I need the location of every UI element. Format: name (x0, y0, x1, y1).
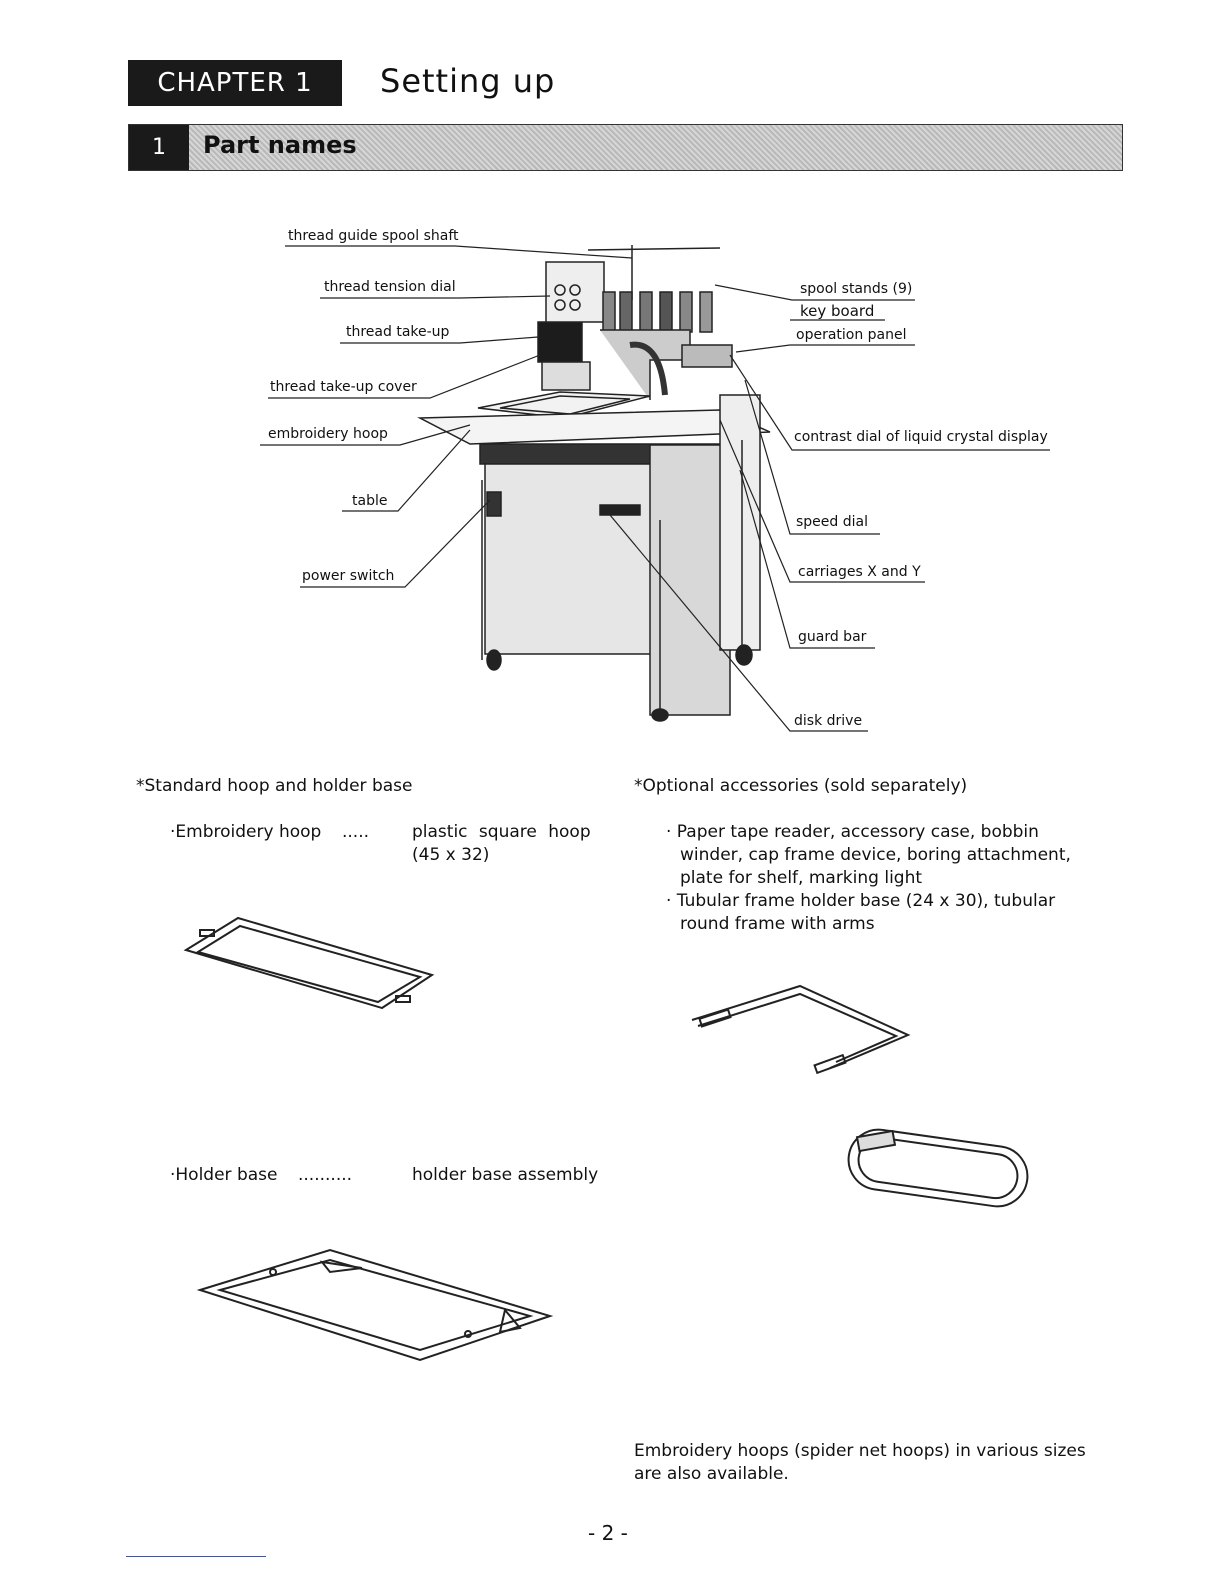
section-title: Part names (203, 131, 357, 159)
machine-drawing (420, 245, 770, 721)
label-table: table (352, 493, 387, 509)
note-line-2: are also available. (634, 1463, 789, 1486)
optional-bullet-2-line-1: · Tubular frame holder base (24 x 30), t… (666, 890, 1055, 913)
note-line-1: Embroidery hoops (spider net hoops) in v… (634, 1440, 1086, 1463)
page-number: - 2 - (588, 1522, 628, 1545)
embroidery-hoop-drawing (186, 918, 432, 1008)
label-operation-panel: operation panel (796, 327, 907, 343)
tubular-round-frame-drawing (845, 1126, 1032, 1210)
tubular-frame-holder-drawing (692, 986, 908, 1073)
hoop-dots: ..... (342, 821, 369, 844)
section-number: 1 (129, 125, 189, 170)
label-power-switch: power switch (302, 568, 394, 584)
holder-label: ·Holder base (170, 1164, 277, 1187)
standard-heading: *Standard hoop and holder base (136, 775, 412, 798)
chapter-title: Setting up (380, 62, 555, 100)
optional-bullet-1-line-1: · Paper tape reader, accessory case, bob… (666, 821, 1039, 844)
footer-rule (126, 1556, 266, 1557)
label-embroidery-hoop: embroidery hoop (268, 426, 388, 442)
callout-leaders (260, 246, 1050, 731)
label-key-board: key board (800, 302, 874, 320)
holder-base-drawing (200, 1250, 550, 1360)
optional-heading: *Optional accessories (sold separately) (634, 775, 967, 798)
label-contrast-dial: contrast dial of liquid crystal display (794, 429, 1048, 445)
optional-bullet-1-line-2: winder, cap frame device, boring attachm… (680, 844, 1071, 867)
chapter-label: CHAPTER 1 (128, 60, 342, 106)
hoop-value: plastic square hoop (412, 821, 591, 844)
label-speed-dial: speed dial (796, 514, 868, 530)
label-disk-drive: disk drive (794, 713, 862, 729)
label-guard-bar: guard bar (798, 629, 866, 645)
optional-bullet-1-line-3: plate for shelf, marking light (680, 867, 922, 890)
section-header: 1 Part names (128, 124, 1123, 171)
optional-bullet-2-line-2: round frame with arms (680, 913, 875, 936)
holder-dots: .......... (298, 1164, 352, 1187)
label-thread-guide-spool-shaft: thread guide spool shaft (288, 228, 459, 244)
hoop-label: ·Embroidery hoop (170, 821, 321, 844)
label-carriages-x-y: carriages X and Y (798, 564, 921, 580)
label-thread-take-up-cover: thread take-up cover (270, 379, 417, 395)
label-thread-take-up: thread take-up (346, 324, 449, 340)
holder-value: holder base assembly (412, 1164, 598, 1187)
label-spool-stands: spool stands (9) (800, 281, 912, 297)
hoop-size: (45 x 32) (412, 844, 489, 867)
label-thread-tension-dial: thread tension dial (324, 279, 456, 295)
